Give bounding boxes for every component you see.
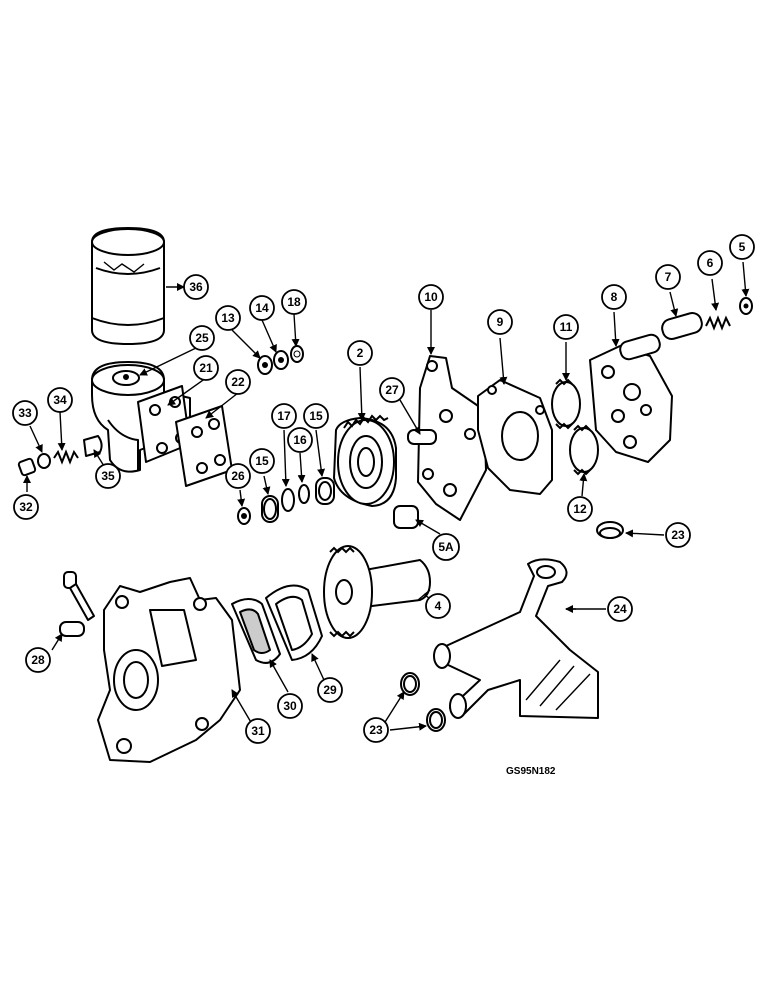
callout-31: 31 [245,718,271,744]
svg-text:21: 21 [199,361,213,375]
svg-text:32: 32 [19,500,33,514]
svg-text:27: 27 [385,383,399,397]
callout-5: 5 [729,234,755,260]
callout-27: 27 [379,377,405,403]
callout-10: 10 [418,284,444,310]
callout-6: 6 [697,250,723,276]
callout-29: 29 [317,677,343,703]
part-10-pump-body-plate [407,355,487,521]
part-30-gasket [231,598,281,664]
callout-2: 2 [347,340,373,366]
callout-15-left: 15 [249,448,275,474]
svg-text:28: 28 [31,653,45,667]
svg-text:2: 2 [357,346,364,360]
part-31-timing-housing [97,577,241,763]
svg-text:10: 10 [424,290,438,304]
callout-21: 21 [193,355,219,381]
part-5a-bush [393,505,419,529]
part-13-14-18-seals [257,345,304,375]
callout-18: 18 [281,289,307,315]
callout-30: 30 [277,693,303,719]
part-29-seal [265,584,323,661]
svg-text:36: 36 [189,280,203,294]
callout-36: 36 [183,274,209,300]
callout-14: 14 [249,295,275,321]
svg-text:6: 6 [707,256,714,270]
part-12-driven-gear [569,424,599,476]
callout-16: 16 [287,427,313,453]
bushings-row [237,477,335,525]
callout-34: 34 [47,387,73,413]
svg-text:5A: 5A [438,540,454,554]
callout-32: 32 [13,494,39,520]
part-22-gasket [175,405,233,487]
callout-23-lower: 23 [363,717,389,743]
callout-15-right: 15 [303,403,329,429]
callout-26: 26 [225,463,251,489]
svg-text:17: 17 [277,409,291,423]
svg-text:14: 14 [255,301,269,315]
svg-text:13: 13 [221,311,235,325]
svg-text:33: 33 [18,406,32,420]
svg-text:12: 12 [573,502,587,516]
svg-text:31: 31 [251,724,265,738]
callout-24: 24 [607,596,633,622]
svg-text:29: 29 [323,683,337,697]
svg-text:5: 5 [739,240,746,254]
part-8-pump-cover [589,333,673,463]
part-23-o-ring [596,521,624,539]
svg-text:11: 11 [560,320,573,334]
svg-text:23: 23 [671,528,685,542]
svg-text:24: 24 [613,602,627,616]
svg-text:18: 18 [287,295,301,309]
callout-8: 8 [601,284,627,310]
callout-23-upper: 23 [665,522,691,548]
svg-text:16: 16 [293,433,307,447]
relief-valve-parts [17,435,103,477]
svg-text:35: 35 [101,469,115,483]
svg-text:15: 15 [255,454,269,468]
part-4-drive-gear-shaft [323,545,431,639]
callout-28: 28 [25,647,51,673]
part-28-linkage [59,571,95,637]
callout-4: 4 [425,593,451,619]
svg-text:4: 4 [435,599,442,613]
part-2-idler-gear [333,414,397,507]
part-7-6-5-valve [661,297,753,340]
svg-text:23: 23 [369,723,383,737]
callout-13: 13 [215,305,241,331]
svg-text:15: 15 [309,409,323,423]
callout-35: 35 [95,463,121,489]
svg-text:26: 26 [231,469,245,483]
svg-text:30: 30 [283,699,297,713]
callout-25: 25 [189,325,215,351]
svg-text:22: 22 [231,375,245,389]
callout-17: 17 [271,403,297,429]
callout-7: 7 [655,264,681,290]
part-23-o-rings [400,672,446,732]
svg-text:7: 7 [665,270,672,284]
svg-text:8: 8 [611,290,618,304]
callout-12: 12 [567,496,593,522]
callout-9: 9 [487,309,513,335]
callout-33: 33 [12,400,38,426]
part-9-pump-housing [477,379,553,495]
callout-11: 11 [553,314,579,340]
part-36-oil-filter [91,227,165,345]
part-11-drive-gear [551,378,581,430]
svg-text:25: 25 [195,331,209,345]
callout-5a: 5A [432,533,460,561]
svg-text:34: 34 [53,393,67,407]
svg-text:9: 9 [497,315,504,329]
drawing-code: GS95N182 [506,766,556,777]
callout-22: 22 [225,369,251,395]
part-24-suction-pipe [433,558,599,719]
